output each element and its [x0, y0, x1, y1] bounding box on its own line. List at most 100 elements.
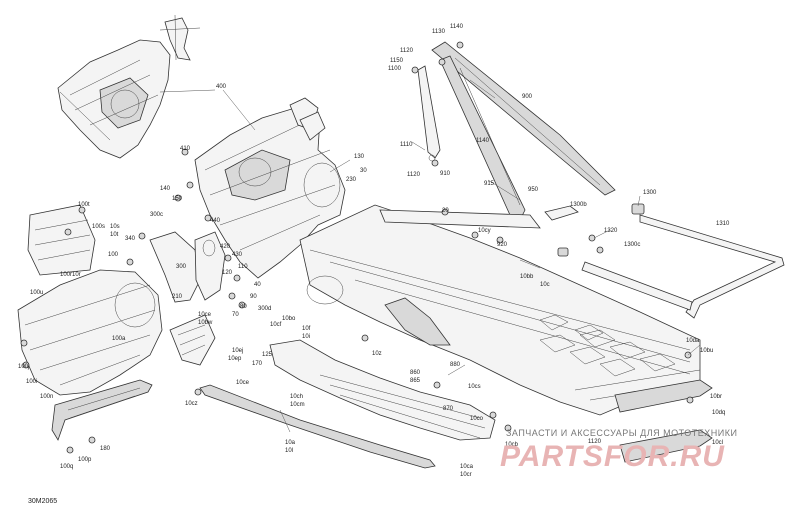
callout: 900 [522, 94, 533, 100]
callout: 10cz [185, 401, 198, 407]
callout: 130 [354, 154, 365, 160]
leader-lines [159, 79, 701, 433]
callout: 430 [232, 252, 243, 258]
callout: 10ch [290, 394, 303, 400]
fasteners [20, 41, 694, 454]
callout: 300d [258, 306, 271, 312]
callout: 860 [410, 370, 421, 376]
callout: 1140 [450, 24, 464, 30]
callout: 120 [222, 270, 233, 276]
callout: 950 [528, 187, 539, 193]
front-lower-frame [17, 204, 163, 441]
callout: 1300c [624, 242, 640, 248]
callout: 100s [92, 224, 105, 230]
callout: 10f [302, 326, 311, 332]
callout: 920 [497, 242, 508, 248]
callout: 100i [26, 379, 37, 385]
callout: 170 [252, 361, 263, 367]
callout: 410 [180, 146, 191, 152]
callout: 1140 [476, 138, 490, 144]
callout: 880 [450, 362, 461, 368]
watermark: ЗАПЧАСТИ И АКСЕССУАРЫ ДЛЯ МОТОТЕХНИКИ PA… [500, 428, 737, 473]
callout: 110 [238, 264, 248, 270]
callout: 10c [540, 282, 550, 288]
callout: 100a [112, 336, 126, 342]
callout: 10ce [198, 312, 212, 318]
callout: 10cy [478, 228, 491, 234]
callout: 10a [285, 440, 296, 446]
callout: 10dq [712, 410, 725, 416]
callout: 915 [484, 181, 495, 187]
callout: 10cb [505, 442, 519, 448]
callout: 30 [360, 168, 367, 174]
figure-code: 30M2065 [28, 498, 57, 505]
callout: 10ep [228, 356, 242, 362]
callout: 1130 [432, 29, 446, 35]
center-frame-assembly [149, 97, 346, 303]
callout: 1150 [390, 58, 404, 64]
callout: 1110 [400, 142, 413, 148]
callout: 10r [72, 272, 81, 278]
callout: 10bu [700, 348, 713, 354]
callout: 865 [410, 378, 421, 384]
callout: 10s [110, 224, 120, 230]
callout: 100j [18, 364, 29, 370]
callout: 180 [100, 446, 111, 452]
callout: 10t [110, 232, 119, 238]
running-boards [169, 314, 713, 469]
steering-support [379, 41, 616, 229]
callout: 140 [160, 186, 171, 192]
callout: 440 [210, 218, 221, 224]
callout: 10cl [712, 440, 723, 446]
callout: 1100 [388, 66, 402, 72]
callout: 10da [686, 338, 700, 344]
callout: 910 [440, 171, 451, 177]
callout: 80 [240, 304, 247, 310]
callout: 1120 [588, 439, 602, 445]
callout: 1120 [400, 48, 414, 54]
callout: 10co [470, 416, 484, 422]
callout: 10bb [520, 274, 534, 280]
callout: 40 [254, 282, 261, 288]
upper-frame-assembly [57, 14, 201, 159]
callout: 10br [710, 394, 722, 400]
callout: 10cf [270, 322, 282, 328]
callout: 90 [250, 294, 257, 300]
callout: 10cm [290, 402, 305, 408]
callout: 10cs [468, 384, 481, 390]
callout: 150 [172, 196, 183, 202]
callout: 100r [60, 272, 72, 278]
callout: 420 [220, 244, 231, 250]
callout: 100n [40, 394, 53, 400]
callout-labels: 400 410 130 140 150 30 230 300c 440 340 … [18, 24, 730, 478]
callout: 340 [125, 236, 136, 242]
callout: 1300 [643, 190, 657, 196]
watermark-line: ЗАПЧАСТИ И АКСЕССУАРЫ ДЛЯ МОТОТЕХНИКИ [506, 428, 737, 438]
callout: 10ca [460, 464, 474, 470]
watermark-brand: PARTSFOR.RU [500, 440, 725, 473]
callout: 10bw [198, 320, 213, 326]
callout: 1310 [716, 221, 730, 227]
callout: 100u [30, 290, 43, 296]
callout: 100q [60, 464, 73, 470]
callout: 100p [78, 457, 92, 463]
callout: 70 [232, 312, 239, 318]
callout: 1300b [570, 202, 587, 208]
callout: 10i [302, 334, 310, 340]
callout: 230 [346, 177, 357, 183]
rear-bumper [557, 203, 785, 319]
callout: 10cr [460, 472, 472, 478]
tunnel-assembly [299, 204, 701, 416]
callout: 1120 [407, 172, 421, 178]
callout: 870 [443, 406, 454, 412]
callout: 10ej [232, 348, 243, 354]
callout: 400 [216, 84, 227, 90]
callout: 1320 [604, 228, 618, 234]
callout: 300 [176, 264, 187, 270]
callout: 10z [372, 351, 382, 357]
callout: 210 [172, 294, 183, 300]
callout: 10bo [282, 316, 296, 322]
callout: 300c [150, 212, 163, 218]
callout: 10l [285, 448, 293, 454]
callout: 10ce [236, 380, 250, 386]
